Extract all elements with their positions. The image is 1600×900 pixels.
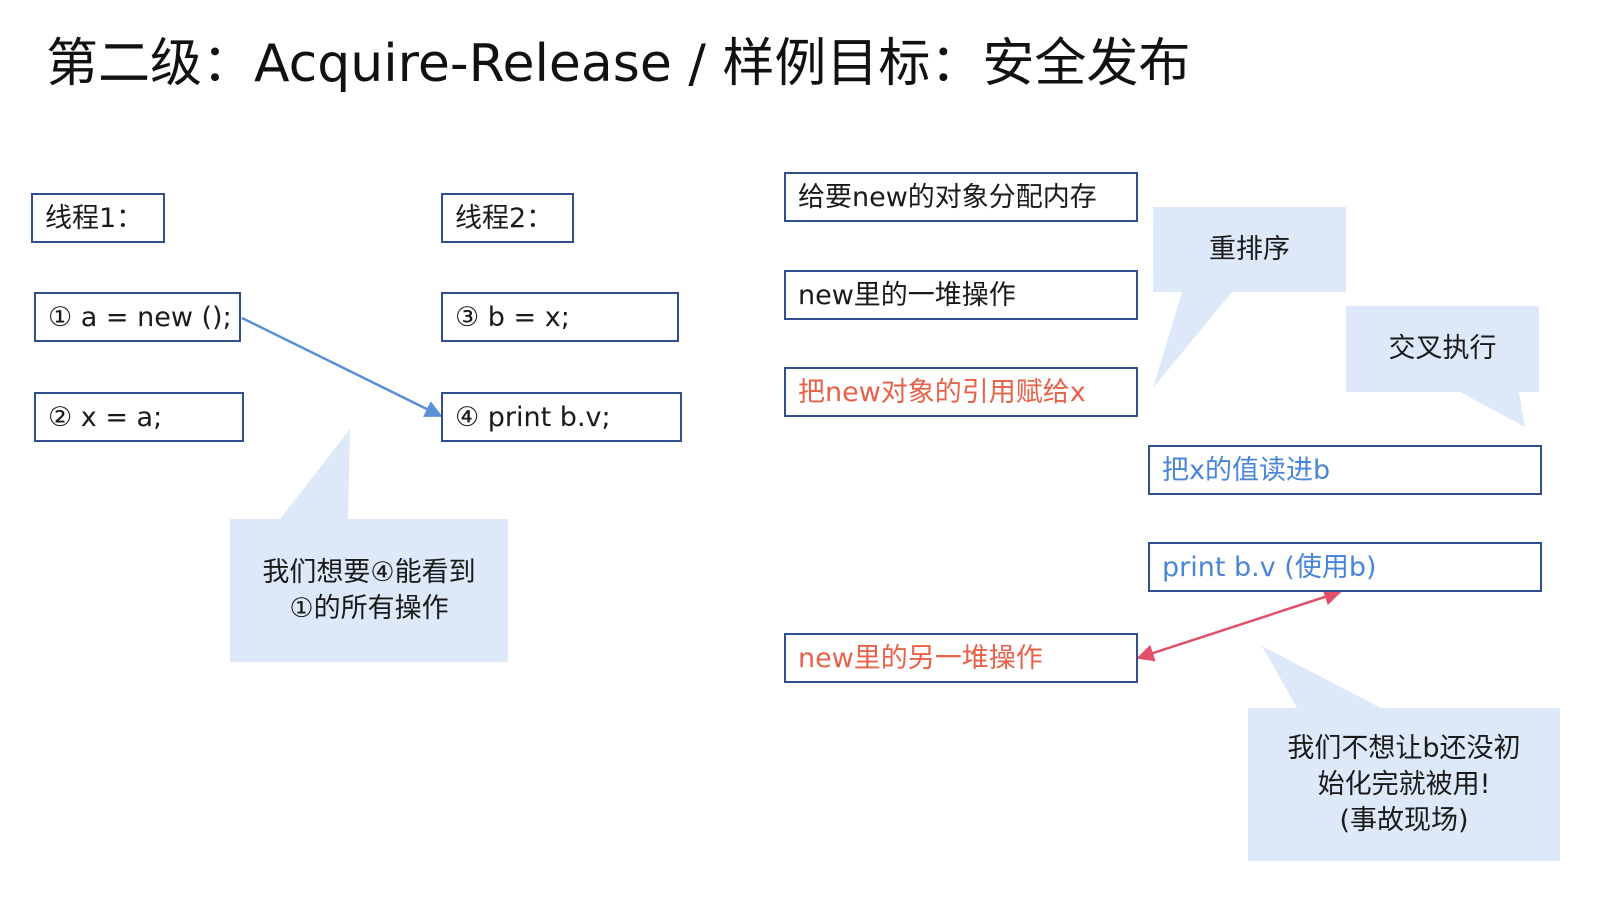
callout-visibility-tail bbox=[280, 429, 350, 519]
seq-read: 把x的值读进b bbox=[1148, 445, 1542, 495]
callout-interleave: 交叉执行 bbox=[1346, 306, 1539, 392]
seq-other-ops: new里的另一堆操作 bbox=[784, 633, 1138, 683]
callout-reorder-tail bbox=[1153, 292, 1232, 388]
seq-ops: new里的一堆操作 bbox=[784, 270, 1138, 320]
incident-arrow bbox=[1136, 588, 1342, 662]
thread2-step4: ④ print b.v; bbox=[441, 392, 682, 442]
callout-reorder-text: 重排序 bbox=[1209, 233, 1290, 265]
thread1-label: 线程1： bbox=[31, 193, 165, 243]
thread2-step3: ③ b = x; bbox=[441, 292, 679, 342]
seq-print: print b.v (使用b) bbox=[1148, 542, 1542, 592]
callout-incident: 我们不想让b还没初 始化完就被用! (事故现场) bbox=[1248, 708, 1560, 861]
callout-interleave-text: 交叉执行 bbox=[1388, 333, 1497, 364]
callout-incident-text: 我们不想让b还没初 始化完就被用! (事故现场) bbox=[1287, 732, 1521, 836]
seq-alloc: 给要new的对象分配内存 bbox=[784, 172, 1138, 222]
callout-reorder: 重排序 bbox=[1153, 207, 1346, 292]
callout-interleave-tail bbox=[1460, 392, 1525, 427]
thread1-step2: ② x = a; bbox=[34, 392, 244, 442]
visibility-arrow bbox=[241, 316, 443, 418]
callout-incident-tail bbox=[1262, 646, 1381, 708]
thread1-step1: ① a = new (); bbox=[34, 292, 241, 342]
page-title: 第二级：Acquire-Release / 样例目标：安全发布 bbox=[46, 34, 1191, 94]
seq-assign: 把new对象的引用赋给x bbox=[784, 367, 1138, 417]
thread2-label: 线程2： bbox=[441, 193, 574, 243]
callout-visibility: 我们想要④能看到 ①的所有操作 bbox=[230, 519, 508, 662]
callout-visibility-text: 我们想要④能看到 ①的所有操作 bbox=[262, 556, 476, 624]
